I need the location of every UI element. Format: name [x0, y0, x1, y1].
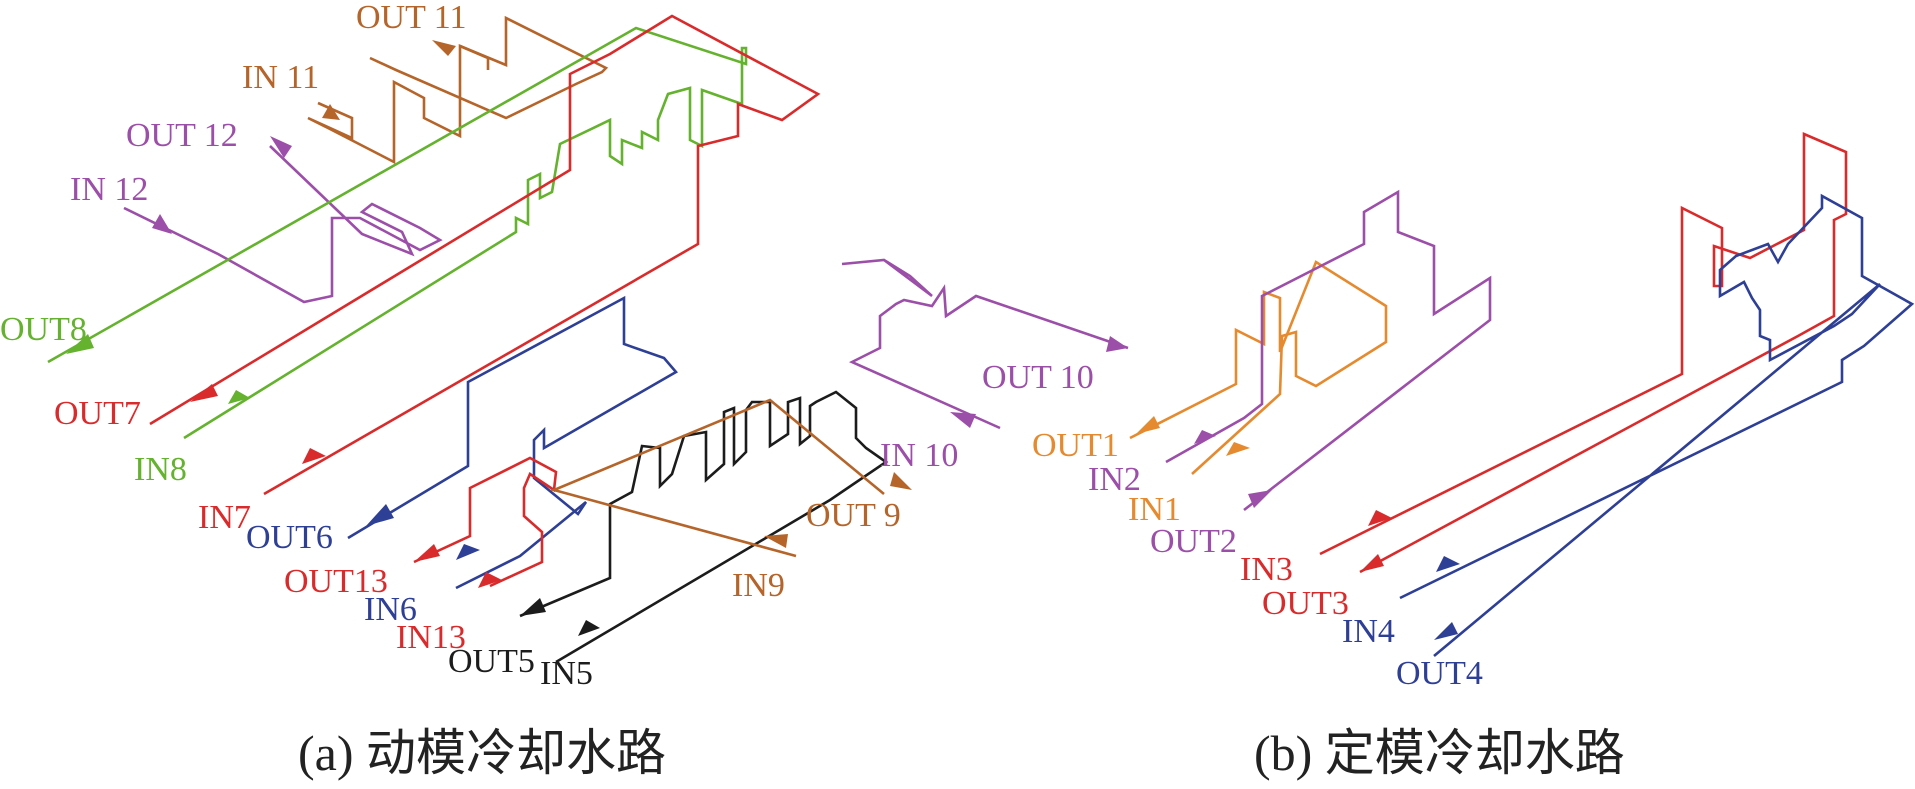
label-in1: IN1 [1128, 491, 1181, 528]
label-out4: OUT4 [1396, 655, 1483, 692]
circuit-4 [1399, 193, 1915, 657]
arrow-out2 [1248, 490, 1272, 508]
label-in2: IN2 [1088, 461, 1141, 498]
label-out11: OUT 11 [356, 0, 467, 36]
arrow-out1 [1136, 416, 1160, 434]
arrow-out12 [270, 136, 292, 158]
caption-fixed-mould: (b) 定模冷却水路 [1254, 725, 1625, 781]
circuit-labels: OUT 11 IN 11 OUT 12 IN 12 OUT8 OUT7 IN8 … [0, 0, 1483, 692]
arrow-out6 [366, 504, 394, 526]
label-out10: OUT 10 [982, 359, 1094, 396]
caption-moving-mould: (a) 动模冷却水路 [298, 725, 666, 781]
arrow-in3 [1368, 510, 1392, 526]
label-in9: IN9 [732, 567, 785, 604]
arrow-out4 [1434, 622, 1458, 640]
label-in13: IN13 [396, 619, 466, 656]
arrow-in9 [764, 534, 788, 548]
label-in12: IN 12 [70, 171, 148, 208]
label-out2: OUT2 [1150, 523, 1237, 560]
arrow-in13 [478, 572, 502, 588]
label-out5: OUT5 [448, 643, 535, 680]
circuit-5 [519, 390, 889, 664]
label-in3: IN3 [1240, 551, 1293, 588]
label-in7: IN7 [198, 499, 251, 536]
label-out7: OUT7 [54, 395, 141, 432]
circuit-6 [347, 295, 679, 590]
arrow-out5 [520, 598, 546, 616]
circuit-8 [47, 26, 748, 440]
circuit-13 [413, 456, 558, 588]
arrow-in5 [578, 620, 600, 636]
circuit-10 [841, 258, 1129, 430]
arrow-in4 [1436, 556, 1460, 572]
arrow-in1 [1226, 442, 1250, 456]
arrow-in7 [302, 448, 326, 464]
label-in11: IN 11 [242, 59, 319, 96]
arrow-out10 [1106, 336, 1128, 352]
label-out3: OUT3 [1262, 585, 1349, 622]
label-in10: IN 10 [880, 437, 958, 474]
flow-arrows [66, 40, 1460, 640]
arrow-out13 [414, 544, 440, 562]
circuit-9 [550, 398, 885, 558]
arrow-in2 [1194, 430, 1216, 444]
label-in5: IN5 [540, 655, 593, 692]
label-out6: OUT6 [246, 519, 333, 556]
arrow-in11 [322, 104, 340, 120]
arrow-in10 [950, 412, 976, 428]
label-in6: IN6 [364, 591, 417, 628]
label-out8: OUT8 [0, 311, 87, 348]
circuit-1 [1129, 260, 1388, 475]
arrow-out8 [66, 334, 94, 354]
circuit-2 [1165, 189, 1492, 512]
arrow-out3 [1360, 554, 1384, 572]
label-out13: OUT13 [284, 563, 388, 600]
arrow-out7 [190, 384, 218, 402]
label-in8: IN8 [134, 451, 187, 488]
arrow-out11 [432, 40, 456, 56]
circuit-3 [1319, 132, 1848, 574]
arrow-in12 [152, 214, 172, 234]
circuit-7 [149, 14, 821, 496]
label-out9: OUT 9 [806, 497, 901, 534]
label-out12: OUT 12 [126, 117, 238, 154]
arrow-in8 [228, 390, 250, 404]
circuit-12 [123, 145, 443, 304]
arrow-in6 [456, 544, 480, 560]
arrow-out9 [890, 472, 912, 490]
label-out1: OUT1 [1032, 427, 1119, 464]
label-in4: IN4 [1342, 613, 1395, 650]
circuit-11 [307, 15, 609, 165]
